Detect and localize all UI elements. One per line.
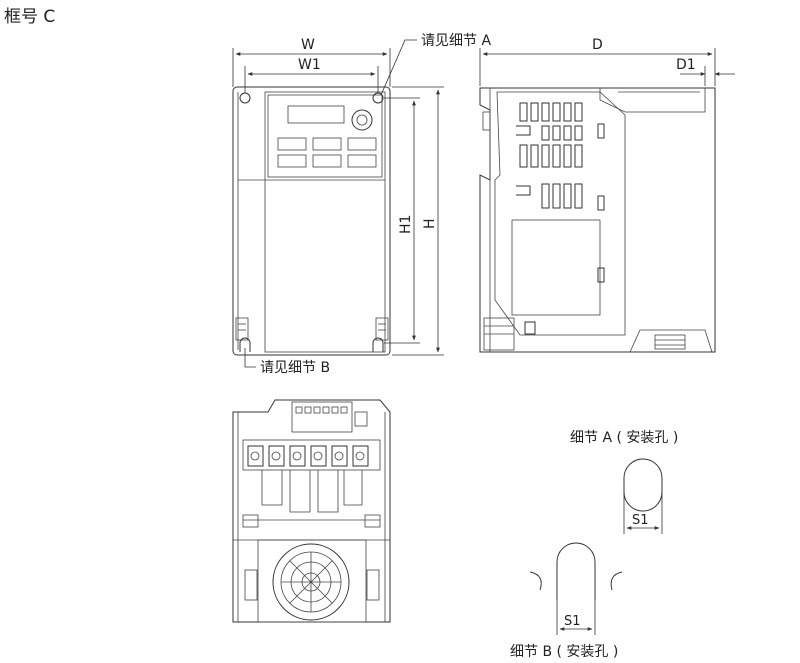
callout-detail-a: 请见细节 A bbox=[421, 33, 491, 49]
key-2 bbox=[312, 137, 342, 151]
bottom-view bbox=[232, 399, 391, 623]
dim-h-label: H bbox=[422, 218, 438, 229]
side-view: D D1 bbox=[479, 37, 735, 353]
vent-slots bbox=[516, 102, 583, 209]
display-window bbox=[287, 105, 345, 124]
detail-b-slot bbox=[556, 542, 596, 600]
key-4 bbox=[277, 154, 307, 168]
key-3 bbox=[347, 137, 377, 151]
front-view: W W1 H H1 请见细节 A 请见细节 B bbox=[232, 33, 491, 376]
mount-slot-bottom-right bbox=[372, 337, 384, 352]
detail-a-dim: S1 bbox=[632, 513, 649, 528]
detail-b-dim: S1 bbox=[564, 614, 581, 629]
dim-w1-label: W1 bbox=[298, 57, 321, 73]
dim-w-label: W bbox=[301, 37, 315, 53]
potentiometer-knob bbox=[351, 109, 373, 131]
side-panel bbox=[511, 219, 601, 316]
dim-d-label: D bbox=[592, 37, 603, 53]
detail-b: S1 细节 B ( 安装孔 ) bbox=[510, 542, 623, 660]
mount-hole-top-left bbox=[239, 92, 251, 104]
detail-a: 细节 A ( 安装孔 ) S1 bbox=[570, 430, 678, 534]
cooling-fan bbox=[272, 543, 350, 621]
side-body-outline bbox=[479, 87, 716, 353]
terminal-block bbox=[242, 439, 381, 471]
dim-d1-label: D1 bbox=[676, 57, 696, 73]
bottom-body-outline bbox=[232, 399, 391, 623]
keypad-panel bbox=[267, 94, 383, 178]
front-body-outline bbox=[232, 86, 391, 356]
detail-a-title: 细节 A ( 安装孔 ) bbox=[570, 430, 678, 446]
key-6 bbox=[347, 154, 377, 168]
detail-b-title: 细节 B ( 安装孔 ) bbox=[510, 644, 618, 660]
front-cover bbox=[264, 91, 386, 353]
frame-title: 框号 C bbox=[4, 7, 55, 27]
detail-a-hole bbox=[623, 458, 663, 512]
mount-slot-bottom-left bbox=[239, 337, 251, 352]
callout-detail-b: 请见细节 B bbox=[260, 360, 330, 376]
key-1 bbox=[277, 137, 307, 151]
key-5 bbox=[312, 154, 342, 168]
dim-h1-label: H1 bbox=[398, 215, 414, 234]
